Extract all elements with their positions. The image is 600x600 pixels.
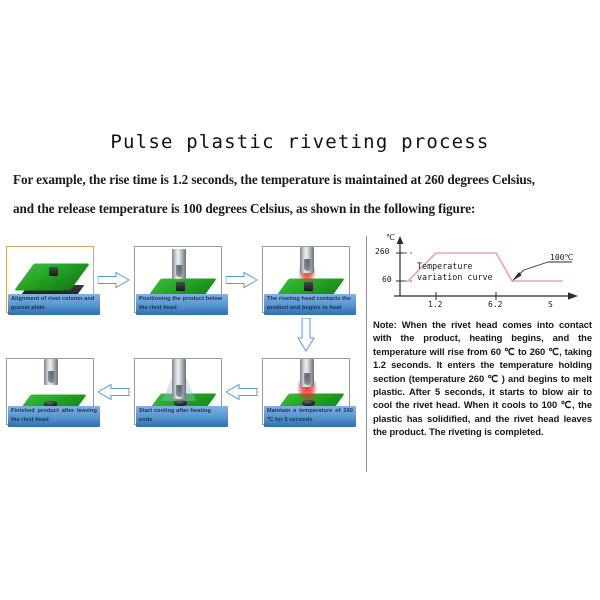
flow-step-3-illustration [263, 247, 349, 312]
flow-step-2: Positioning the product below the rivet … [134, 246, 228, 315]
flow-step-3: The riveting head contacts the product a… [262, 246, 356, 315]
flow-step-1-caption: Alignment of rivet column and gusset pla… [8, 294, 100, 315]
rivet-column [44, 401, 57, 406]
arrow-step1-to-step2 [98, 272, 130, 288]
flow-step-6-caption: Finished product after leaving the rivet… [8, 406, 100, 427]
flow-step-4-illustration [263, 359, 349, 424]
rivet-column [174, 400, 187, 405]
rivet-head-tip [47, 371, 55, 383]
chart-xtick-1-2: 1.2 [428, 300, 443, 309]
chart-ytick-60: 60 [382, 275, 392, 284]
chart-ylabel: ℃ [386, 233, 395, 242]
flow-step-1: Alignment of rivet column and gusset pla… [6, 246, 100, 315]
flow-step-4-caption: Maintain a temperature of 260 ℃ for 5 se… [264, 406, 356, 427]
rivet-head-icon [44, 359, 58, 385]
rivet-column [176, 282, 185, 290]
flow-step-2-illustration [135, 247, 221, 312]
rivet-head-tip [303, 259, 311, 271]
flow-step-6-illustration [7, 359, 93, 424]
rivet-column [304, 282, 313, 290]
rivet-column [49, 267, 58, 275]
flow-step-2-caption: Positioning the product below the rivet … [136, 294, 228, 315]
chart-curve-label: Temperature variation curve [417, 261, 493, 282]
flow-step-1-illustration [7, 247, 93, 312]
rivet-head-tip [175, 385, 183, 397]
chart-xtick-6-2: 6.2 [488, 300, 503, 309]
rivet-head-icon [300, 359, 314, 387]
intro-line-1: For example, the rise time is 1.2 second… [13, 172, 535, 187]
vertical-divider [366, 236, 367, 472]
page-title: Pulse plastic riveting process [110, 131, 490, 153]
rivet-column [302, 400, 315, 405]
rivet-head-icon [172, 249, 186, 279]
arrow-step4-to-step5 [226, 384, 258, 400]
arrow-step2-to-step3 [226, 272, 258, 288]
rivet-head-tip [175, 265, 183, 277]
flow-step-6: Finished product after leaving the rivet… [6, 358, 100, 427]
flow-step-5-illustration [135, 359, 221, 424]
arrow-step3-to-step4 [297, 318, 315, 352]
temperature-curve-chart: ℃ 260 60 1.2 6.2 S Temperature variation… [372, 233, 596, 318]
chart-xlabel: S [548, 300, 553, 309]
rivet-head-icon [300, 247, 314, 273]
rivet-head-icon [172, 359, 186, 399]
process-note: Note: When the rivet head comes into con… [373, 319, 592, 438]
chart-ytick-260: 260 [375, 247, 390, 256]
flow-step-5: Start cooling after heating ends [134, 358, 228, 427]
flow-step-3-caption: The riveting head contacts the product a… [264, 294, 356, 315]
intro-line-2: and the release temperature is 100 degre… [13, 201, 476, 216]
arrow-step5-to-step6 [98, 384, 130, 400]
flow-step-5-caption: Start cooling after heating ends [136, 406, 228, 427]
flow-step-4: Maintain a temperature of 260 ℃ for 5 se… [262, 358, 356, 427]
chart-release-temp-callout: 100℃ [550, 253, 574, 262]
rivet-head-tip [303, 373, 311, 385]
